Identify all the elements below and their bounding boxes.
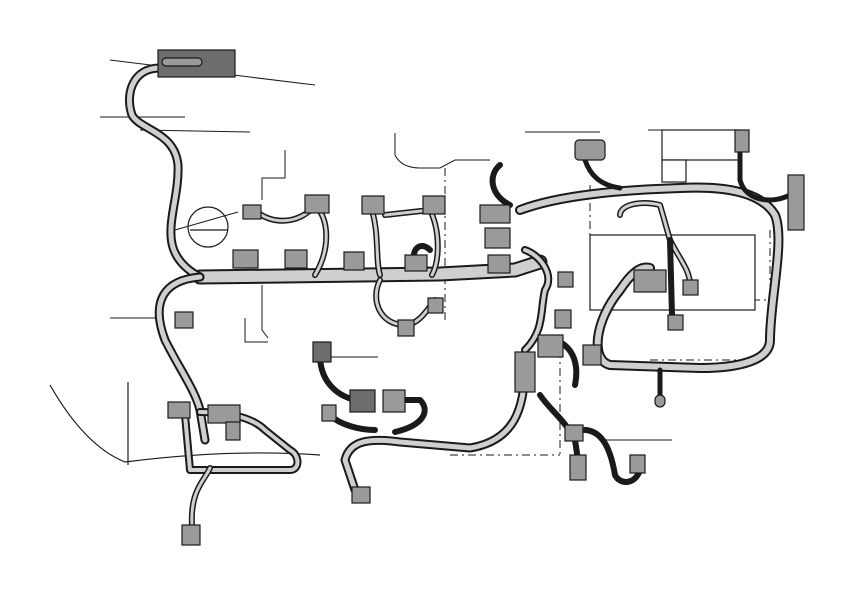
connector-icon [174,311,194,329]
connector-icon [242,204,262,220]
connector-icon [304,194,330,214]
connector-icon [654,394,666,408]
connector-icon [404,254,428,272]
body-panel-outline [49,382,321,465]
connector-icon [321,404,337,422]
connector-icon [382,389,406,413]
connector-icon [487,254,511,274]
connector-icon [582,344,602,366]
connector-icon [284,249,308,269]
connector-icon [351,486,371,504]
connectors [157,49,805,546]
connector-icon [312,341,332,363]
connector-icon [422,195,446,215]
connector-icon [633,269,667,293]
connector-icon [787,174,805,231]
connector-icon [667,314,684,331]
connector-icon [207,404,241,424]
left-harness-branch [124,63,302,528]
connector-icon [484,227,511,249]
connector-icon [569,454,587,481]
right-harness-branch [489,147,793,403]
connector-icon [343,251,365,271]
connector-icon [537,334,564,358]
callout-leaders [100,59,740,441]
connector-icon [682,279,699,296]
connector-icon [181,524,201,546]
connector-icon [232,249,259,269]
connector-icon [514,351,536,393]
connector-icon [427,297,444,314]
connector-icon [557,271,574,288]
connector-icon [564,424,584,442]
connector-icon [734,129,750,153]
connector-icon [479,204,511,224]
connector-icon [397,319,415,337]
connector-icon [574,139,606,161]
connector-icon [629,454,646,474]
connector-icon [225,421,241,441]
connector-icon [167,401,191,419]
fuse-block-icon [174,206,239,248]
connector-icon [349,389,376,413]
connector-icon [554,309,572,329]
main-harness-trunk [192,254,548,285]
connector-icon [361,195,385,215]
